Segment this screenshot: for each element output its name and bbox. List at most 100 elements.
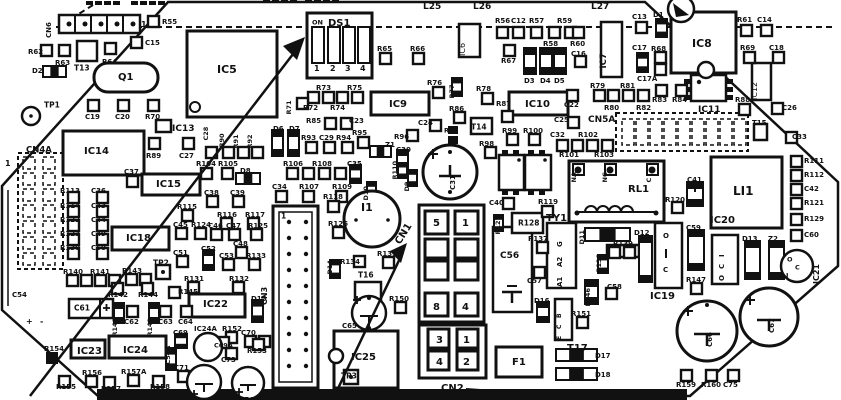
pad <box>670 200 685 215</box>
label-R69: R69 <box>740 44 755 52</box>
pin-dot <box>303 251 309 257</box>
label-C75: C75 <box>723 381 738 389</box>
pin-dot <box>303 219 309 225</box>
label-C12: C12 <box>511 17 526 25</box>
pad <box>147 136 162 151</box>
label-R141: R141 <box>90 268 110 276</box>
label-C: C <box>795 264 800 272</box>
label-R91: R91 <box>232 134 240 149</box>
component-box <box>342 26 356 64</box>
label-IC24: IC24 <box>123 345 148 356</box>
component-box <box>709 155 784 230</box>
pad <box>405 128 420 143</box>
label-R55: R55 <box>162 18 177 26</box>
label-R142: R142 <box>108 291 128 299</box>
pad <box>304 140 319 155</box>
filled-block <box>290 0 297 3</box>
tall-part-band <box>769 272 784 279</box>
label-R81: R81 <box>620 82 635 90</box>
pad <box>726 368 741 383</box>
filled-block <box>149 1 156 5</box>
flag-mark <box>673 3 689 17</box>
pad <box>555 138 570 153</box>
pad <box>129 35 144 50</box>
label-IC19: IC19 <box>650 291 675 302</box>
tall-part-band <box>288 149 299 156</box>
pad <box>331 225 346 240</box>
component-box <box>311 26 325 64</box>
label-C16: C16 <box>571 50 586 58</box>
component-box <box>653 221 684 290</box>
filled-block <box>502 150 508 156</box>
label-C72: C72 <box>182 396 197 400</box>
filled-block <box>502 189 508 195</box>
filled-block <box>104 1 111 5</box>
label-R65: R65 <box>377 45 392 53</box>
filled-block <box>314 0 321 3</box>
label-3: 3 <box>436 335 443 346</box>
label-L26: L26 <box>473 2 491 12</box>
component-circle <box>327 347 345 365</box>
tall-part-band <box>585 280 598 287</box>
tall-part-band <box>288 130 299 137</box>
label-R72: R72 <box>303 104 318 112</box>
label-C35: C35 <box>347 160 362 168</box>
label-R158: R158 <box>150 383 170 391</box>
label-R100: R100 <box>523 127 543 135</box>
label-R74: R74 <box>330 104 345 112</box>
filled-block <box>86 1 93 5</box>
pin-dot <box>130 21 136 27</box>
label-C69A: C69A <box>214 342 233 350</box>
filled-block <box>263 0 270 3</box>
dashed-connector-box <box>615 112 749 152</box>
component-box <box>553 297 574 342</box>
label-C29: C29 <box>319 134 334 142</box>
label-C61: C61 <box>74 304 90 313</box>
pin-dot <box>303 235 309 241</box>
label-R139: R139 <box>613 240 633 248</box>
label-TP3: TP3 <box>341 372 357 381</box>
tall-part-band <box>272 149 283 156</box>
label-R73: R73 <box>316 84 331 92</box>
label-R152: R152 <box>222 325 242 333</box>
pad <box>381 255 396 270</box>
label-R57: R57 <box>529 17 544 25</box>
label-A2: A2 <box>556 257 564 267</box>
pad <box>501 196 516 211</box>
pin-dot <box>303 363 309 369</box>
filled-block <box>131 1 138 5</box>
label-R86: R86 <box>449 105 464 113</box>
label-R106: R106 <box>283 160 303 168</box>
tall-part-band <box>252 315 263 322</box>
pin-dot <box>114 21 120 27</box>
pad <box>295 96 310 111</box>
component-box <box>423 237 450 260</box>
tall-part-band <box>330 260 340 266</box>
label-R159: R159 <box>676 381 696 389</box>
label-C60: C60 <box>804 231 819 239</box>
pin-dot <box>303 283 309 289</box>
pad <box>175 254 190 269</box>
tall-part-band <box>540 67 552 74</box>
label-1: 1 <box>141 20 147 29</box>
component-box <box>426 349 451 372</box>
dashed-connector-box <box>22 220 36 234</box>
label-C36: C36 <box>91 187 106 195</box>
label-R135: R135 <box>377 250 397 258</box>
pad <box>79 273 94 288</box>
pin-dot <box>354 218 358 222</box>
tall-part-band <box>554 67 566 74</box>
filled-block <box>305 0 312 3</box>
label-C13: C13 <box>632 13 647 21</box>
pin-dot <box>82 21 88 27</box>
label-R89: R89 <box>146 152 161 160</box>
label-IC6: IC6 <box>458 43 467 56</box>
label-C23: C23 <box>349 117 364 125</box>
label-Z1: Z1 <box>385 141 395 149</box>
label-R82: R82 <box>636 104 651 112</box>
pad <box>274 189 289 204</box>
label-R63: R63 <box>55 59 70 67</box>
component-box <box>369 90 431 117</box>
pad <box>621 88 636 103</box>
pad <box>95 232 110 247</box>
